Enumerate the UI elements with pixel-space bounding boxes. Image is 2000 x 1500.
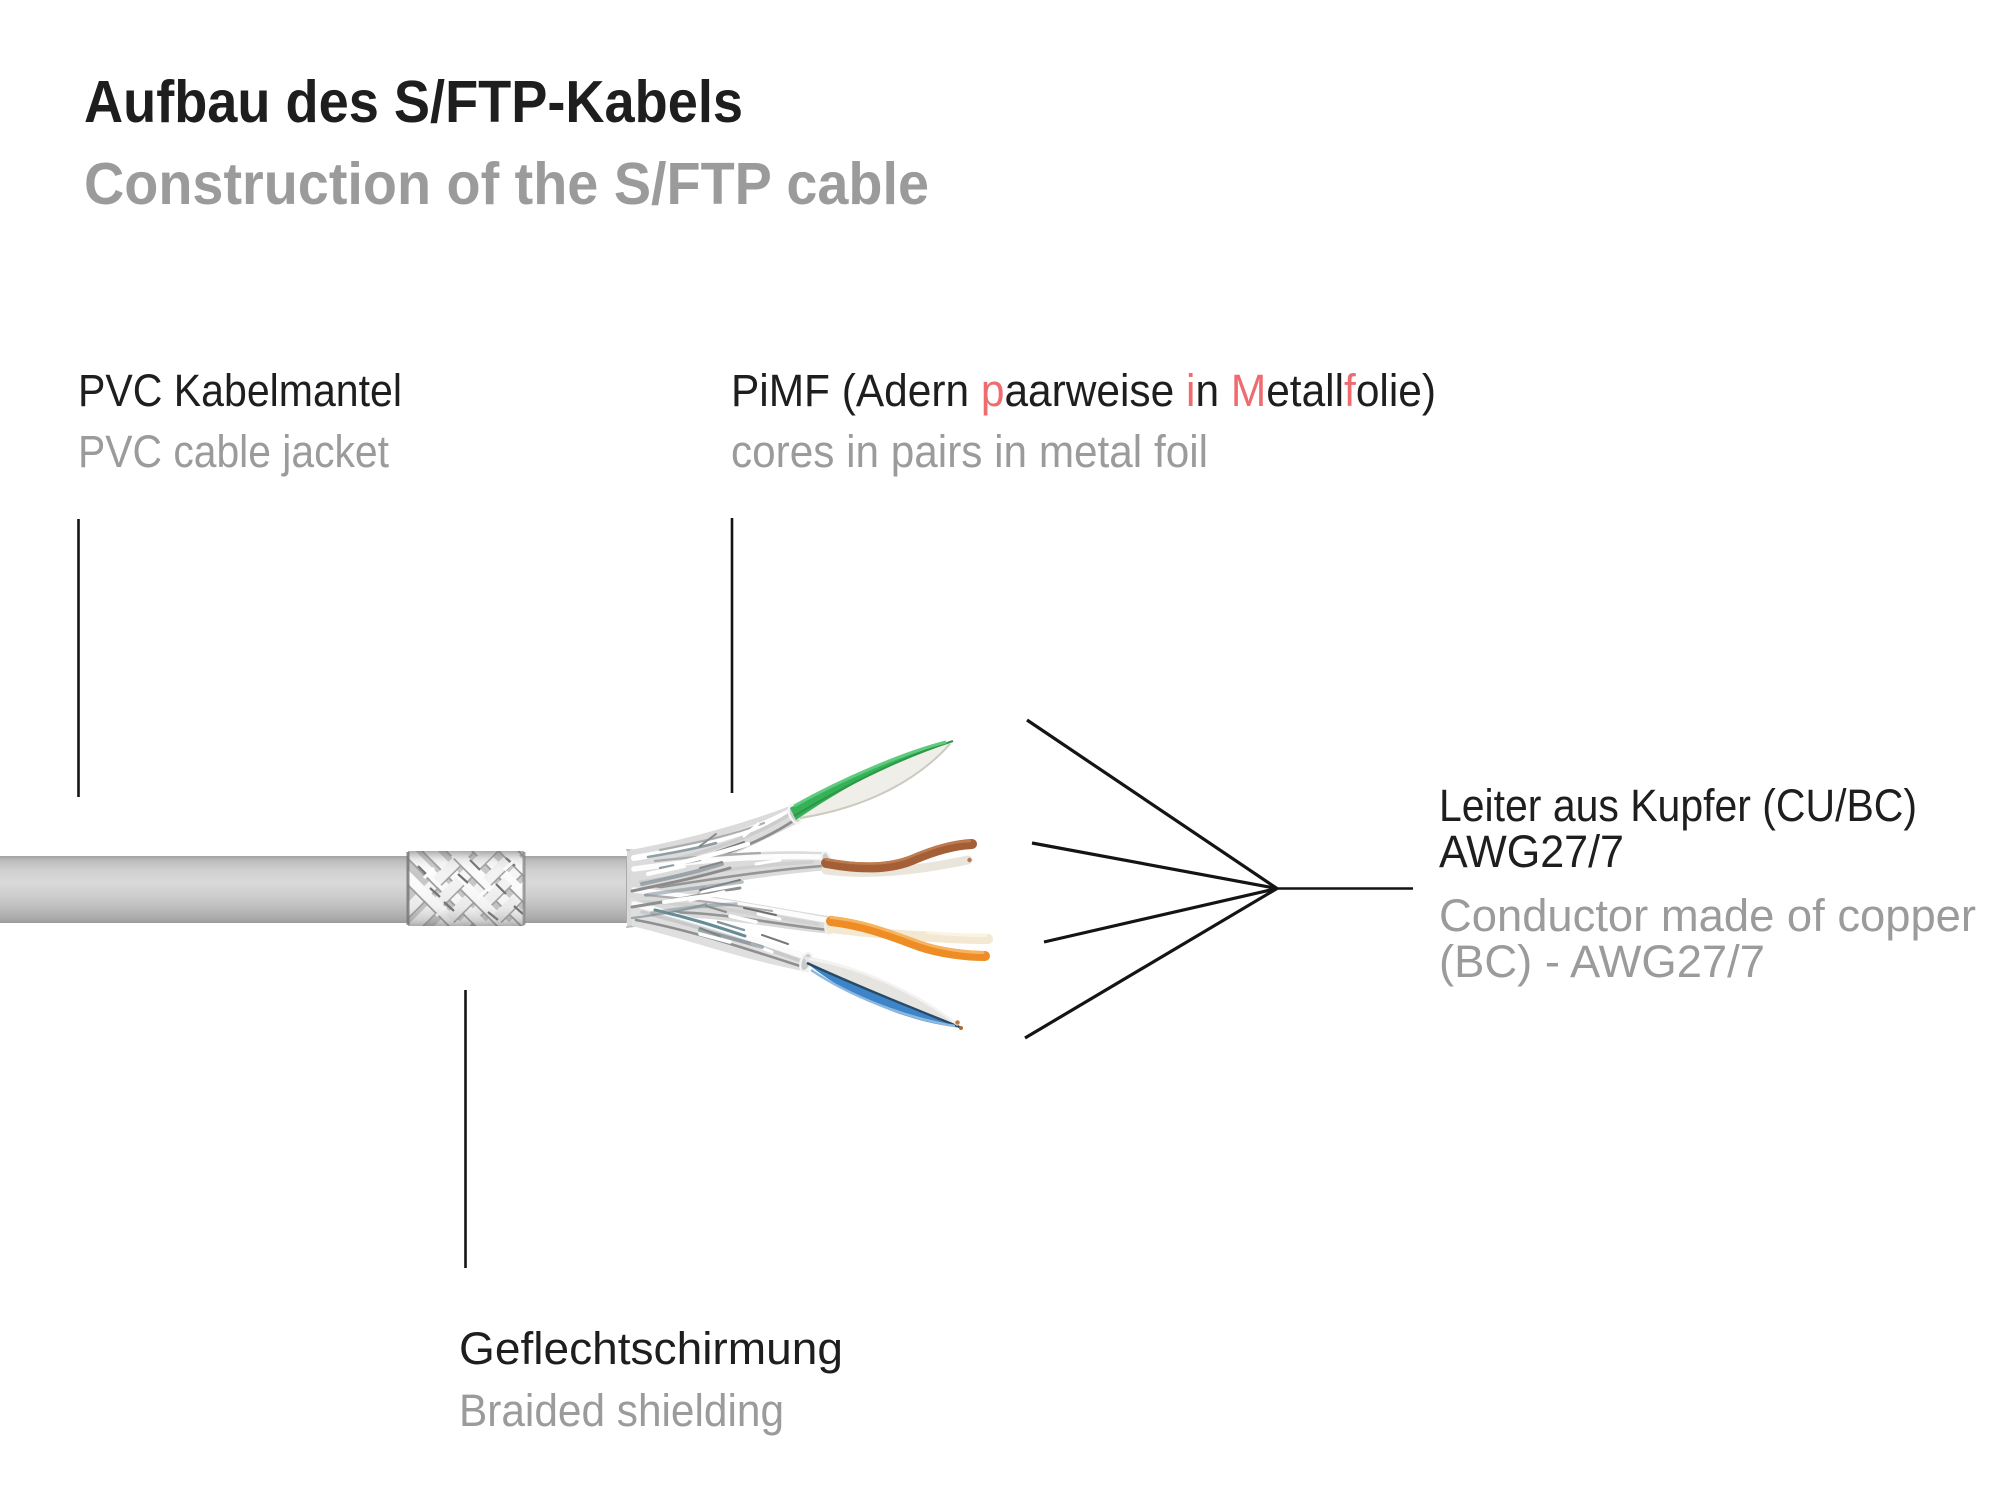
- svg-text:PVC Kabelmantel: PVC Kabelmantel: [78, 365, 402, 416]
- svg-text:AWG27/7: AWG27/7: [1439, 826, 1624, 877]
- svg-text:Geflechtschirmung: Geflechtschirmung: [459, 1323, 843, 1374]
- svg-text:cores in pairs in metal foil: cores in pairs in metal foil: [731, 426, 1208, 477]
- svg-text:Aufbau des S/FTP-Kabels: Aufbau des S/FTP-Kabels: [84, 69, 743, 135]
- svg-text:PiMF (Adern paarweise in Metal: PiMF (Adern paarweise in Metallfolie): [731, 365, 1436, 416]
- svg-text:(BC) - AWG27/7: (BC) - AWG27/7: [1439, 936, 1765, 987]
- svg-text:Braided shielding: Braided shielding: [459, 1385, 784, 1436]
- svg-text:Construction of the S/FTP cabl: Construction of the S/FTP cable: [84, 151, 929, 217]
- svg-text:Leiter aus Kupfer (CU/BC): Leiter aus Kupfer (CU/BC): [1439, 780, 1917, 831]
- svg-text:Conductor made of copper: Conductor made of copper: [1439, 890, 1976, 941]
- svg-text:PVC cable jacket: PVC cable jacket: [78, 426, 389, 477]
